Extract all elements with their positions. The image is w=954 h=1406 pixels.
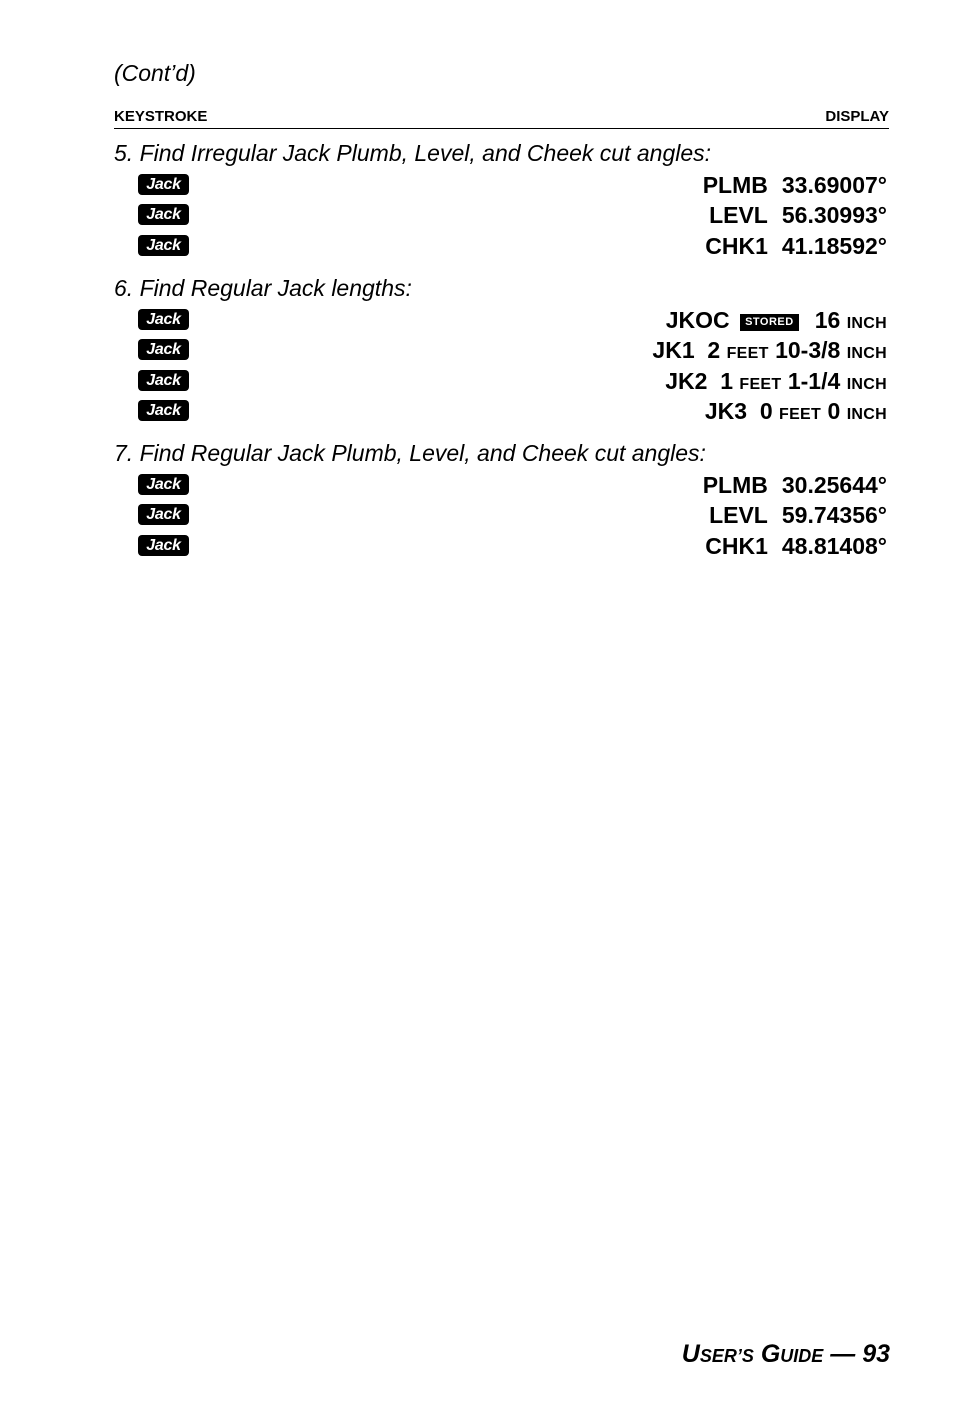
feet-value: 0 — [759, 398, 773, 424]
display-label: LEVL — [709, 202, 768, 228]
footer-text: ’S — [736, 1346, 754, 1366]
inch-unit: INCH — [846, 345, 887, 362]
page-number: — 93 — [823, 1340, 890, 1368]
display-value: 33.69007° — [781, 172, 887, 198]
display-label: LEVL — [709, 502, 768, 528]
display-value: 56.30993° — [781, 202, 887, 228]
display-label: JK3 — [704, 398, 748, 424]
footer-text: G — [760, 1340, 781, 1368]
display-label: CHK1 — [705, 233, 768, 259]
display-label: JKOC — [665, 307, 730, 333]
inch-value: 1-1/4 — [787, 368, 841, 394]
feet-unit: FEET — [726, 345, 769, 362]
jack-key: Jack — [138, 339, 189, 360]
display-readout: LEVL 56.30993° — [709, 201, 887, 229]
feet-unit: FEET — [739, 376, 782, 393]
jack-key: Jack — [138, 504, 189, 525]
display-value: 48.81408° — [781, 533, 887, 559]
display-readout: LEVL 59.74356° — [709, 501, 887, 529]
step-6-row-2: Jack JK1 2 FEET 10-3/8 INCH — [114, 336, 889, 364]
display-readout: JK2 1 FEET 1-1/4 INCH — [665, 367, 887, 399]
jack-key: Jack — [138, 370, 189, 391]
step-7-title: 7. Find Regular Jack Plumb, Level, and C… — [114, 440, 706, 466]
step-5-row-3: Jack CHK1 41.18592° — [114, 232, 889, 260]
jack-key: Jack — [138, 400, 189, 421]
footer-text: U — [681, 1340, 700, 1368]
display-value: 41.18592° — [781, 233, 887, 259]
display-label: PLMB — [702, 472, 768, 498]
display-readout: JK1 2 FEET 10-3/8 INCH — [652, 336, 887, 368]
step-5-row-1: Jack PLMB 33.69007° — [114, 171, 889, 199]
display-header: DISPLAY — [825, 108, 889, 125]
display-readout: JK3 0 FEET 0 INCH — [705, 397, 887, 429]
step-6-row-1: Jack JKOC STORED 16 INCH — [114, 306, 889, 334]
jack-key: Jack — [138, 535, 189, 556]
step-6-row-4: Jack JK3 0 FEET 0 INCH — [114, 397, 889, 425]
inch-unit: INCH — [846, 376, 887, 393]
inch-unit: INCH — [846, 315, 887, 332]
display-value: 59.74356° — [781, 502, 887, 528]
jack-key: Jack — [138, 309, 189, 330]
display-label: JK1 — [652, 337, 695, 363]
display-label: CHK1 — [705, 533, 768, 559]
jack-key: Jack — [138, 235, 189, 256]
step-5-title: 5. Find Irregular Jack Plumb, Level, and… — [114, 140, 712, 166]
jack-key: Jack — [138, 174, 189, 195]
inch-value: 0 — [827, 398, 841, 424]
column-header: KEYSTROKE DISPLAY — [114, 108, 889, 129]
display-value: 30.25644° — [781, 472, 887, 498]
display-readout: CHK1 41.18592° — [705, 232, 887, 260]
step-6-title: 6. Find Regular Jack lengths: — [114, 275, 412, 301]
inch-value: 10-3/8 — [775, 337, 841, 363]
display-readout: PLMB 33.69007° — [703, 171, 887, 199]
display-readout: CHK1 48.81408° — [705, 532, 887, 560]
footer-text: SER — [699, 1346, 737, 1366]
display-label: PLMB — [702, 172, 768, 198]
step-7-row-3: Jack CHK1 48.81408° — [114, 532, 889, 560]
stored-indicator: STORED — [740, 314, 799, 331]
jack-key: Jack — [138, 204, 189, 225]
step-5-row-2: Jack LEVL 56.30993° — [114, 201, 889, 229]
step-7-row-2: Jack LEVL 59.74356° — [114, 501, 889, 529]
display-label: JK2 — [665, 368, 708, 394]
continued-label: (Cont’d) — [114, 60, 196, 86]
jack-key: Jack — [138, 474, 189, 495]
feet-unit: FEET — [779, 406, 822, 423]
feet-value: 2 — [707, 337, 721, 363]
footer-text: UIDE — [780, 1346, 824, 1366]
display-readout: JKOC STORED 16 INCH — [666, 306, 887, 338]
feet-value: 1 — [720, 368, 733, 394]
step-7-row-1: Jack PLMB 30.25644° — [114, 471, 889, 499]
keystroke-header: KEYSTROKE — [114, 108, 208, 125]
display-value: 16 — [814, 307, 841, 333]
inch-unit: INCH — [846, 406, 887, 423]
display-readout: PLMB 30.25644° — [703, 471, 887, 499]
page-footer: USER’S GUIDE — 93 — [682, 1340, 890, 1369]
step-6-row-3: Jack JK2 1 FEET 1-1/4 INCH — [114, 367, 889, 395]
